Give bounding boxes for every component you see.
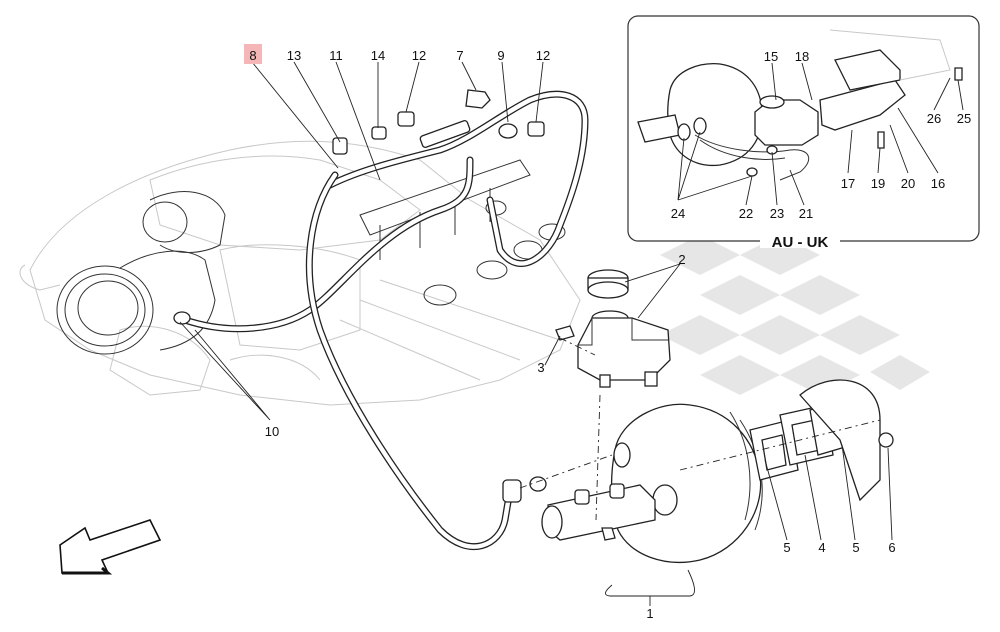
direction-arrow-icon — [59, 519, 162, 575]
callout-5-right[interactable]: 5 — [852, 540, 859, 555]
brake-booster — [610, 403, 763, 563]
callout-6[interactable]: 6 — [888, 540, 895, 555]
callout-23[interactable]: 23 — [770, 206, 784, 221]
callout-4[interactable]: 4 — [818, 540, 825, 555]
master-cylinder — [541, 483, 656, 541]
inset-au-uk: AU - UK 15 18 26 — [627, 15, 980, 251]
checkered-watermark — [660, 235, 930, 395]
long-vacuum-hose — [305, 171, 514, 551]
upper-vacuum-hose — [181, 90, 589, 333]
callout-17[interactable]: 17 — [841, 176, 855, 191]
callout-20[interactable]: 20 — [901, 176, 915, 191]
fittings — [173, 89, 545, 325]
callout-15[interactable]: 15 — [764, 49, 778, 64]
engine-outline — [19, 140, 581, 406]
callout-19[interactable]: 19 — [871, 176, 885, 191]
inset-title: AU - UK — [772, 234, 829, 251]
brake-fluid-reservoir — [555, 269, 671, 388]
throttle-body — [56, 191, 226, 355]
callout-22[interactable]: 22 — [739, 206, 753, 221]
callout-5-left[interactable]: 5 — [783, 540, 790, 555]
callout-26[interactable]: 26 — [927, 111, 941, 126]
highlighted-callout-box — [244, 44, 262, 64]
callout-12-left[interactable]: 12 — [412, 48, 426, 63]
callout-1[interactable]: 1 — [646, 606, 653, 621]
callout-18[interactable]: 18 — [795, 49, 809, 64]
leader-lines — [179, 61, 893, 606]
callout-12-right[interactable]: 12 — [536, 48, 550, 63]
callout-10[interactable]: 10 — [265, 424, 279, 439]
callout-14[interactable]: 14 — [371, 48, 385, 63]
callout-7[interactable]: 7 — [456, 48, 463, 63]
callout-9[interactable]: 9 — [497, 48, 504, 63]
callout-16[interactable]: 16 — [931, 176, 945, 191]
gaskets — [749, 379, 894, 502]
center-lines — [519, 337, 881, 521]
callout-3[interactable]: 3 — [537, 360, 544, 375]
callout-25[interactable]: 25 — [957, 111, 971, 126]
callout-8[interactable]: 8 — [249, 48, 256, 63]
callout-11[interactable]: 11 — [329, 48, 343, 63]
callout-21[interactable]: 21 — [799, 206, 813, 221]
callout-13[interactable]: 13 — [287, 48, 301, 63]
callout-24[interactable]: 24 — [671, 206, 685, 221]
callout-2[interactable]: 2 — [678, 252, 685, 267]
callouts: 8 13 11 14 12 7 9 12 10 2 3 5 4 5 6 1 — [244, 44, 896, 621]
